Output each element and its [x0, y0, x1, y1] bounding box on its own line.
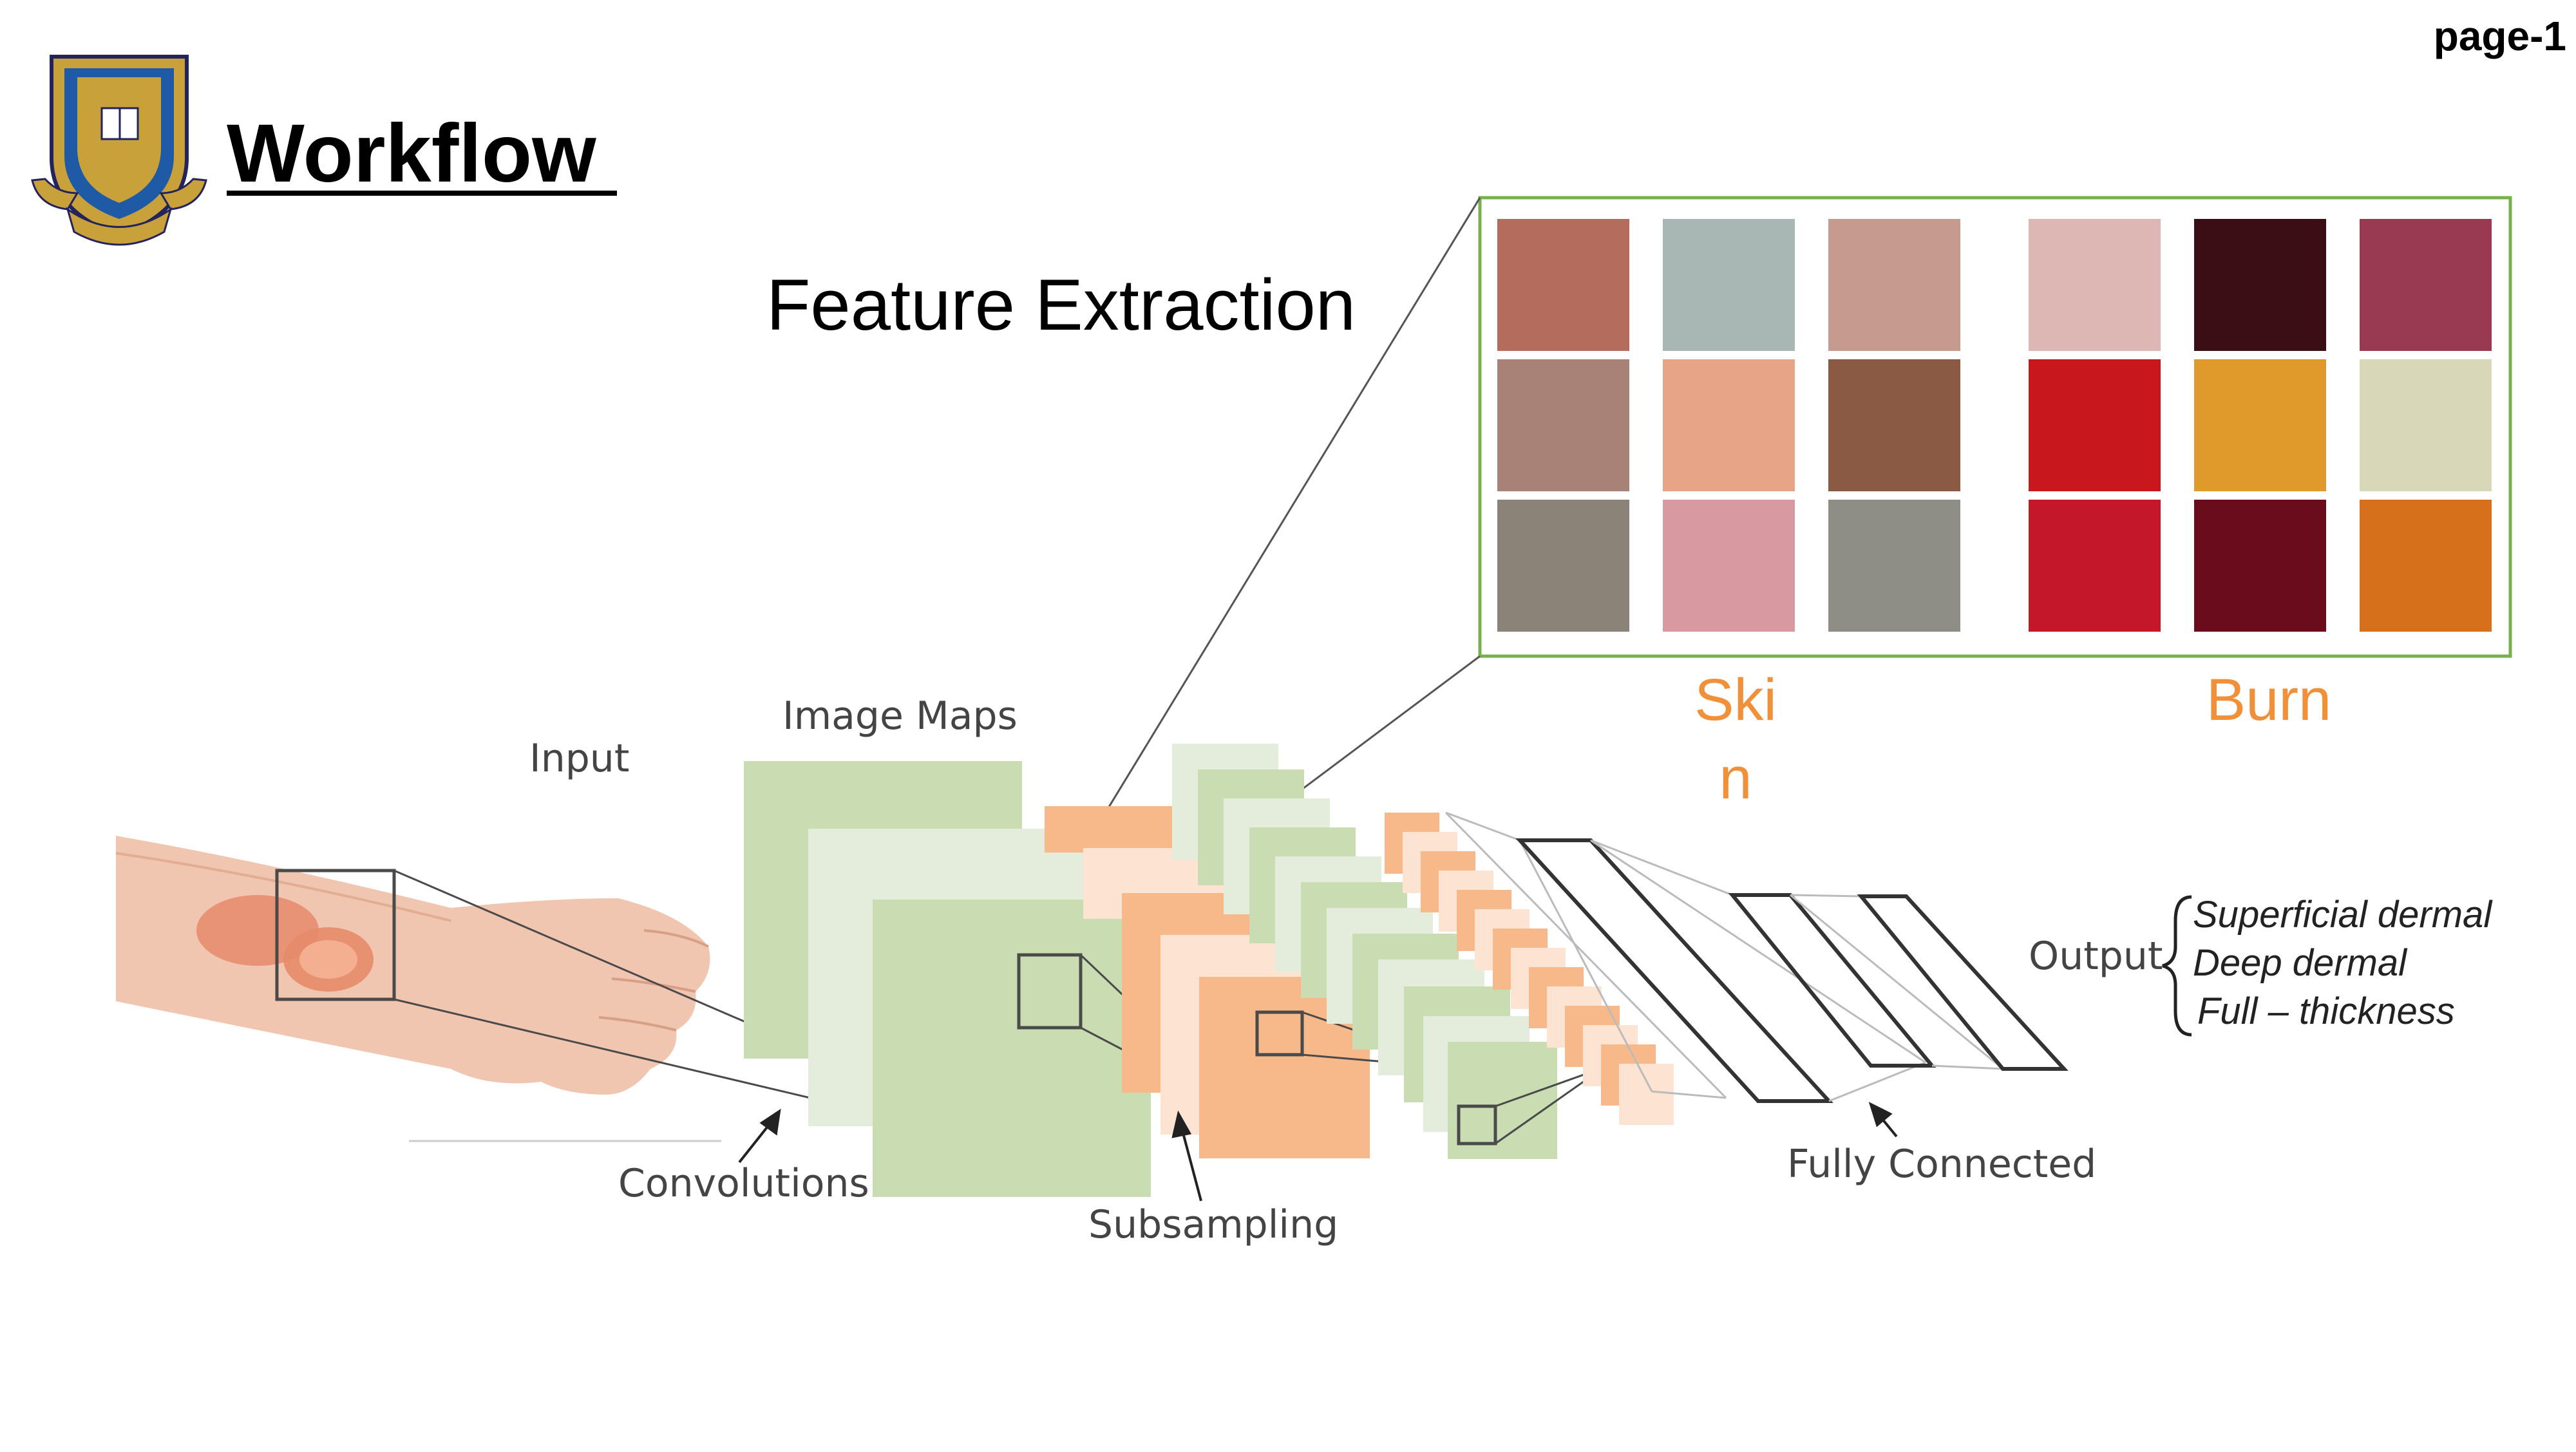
texture-patch-grid — [1497, 219, 2492, 632]
skin-patch-2 — [1663, 219, 1795, 351]
skin-patch-3 — [1828, 219, 1960, 351]
subsample2-stack — [1385, 813, 1674, 1125]
burn-patch-8 — [2194, 500, 2326, 632]
burn-label: Burn — [2206, 667, 2331, 733]
feature-extraction-frame — [1478, 196, 2512, 658]
fully-connected-layers — [1444, 811, 2069, 1103]
university-crest-logo — [31, 55, 207, 246]
subsample-kernel-box — [1255, 1010, 1304, 1057]
skin-label-line1: Ski — [1694, 667, 1777, 733]
burn-patch-2 — [2194, 219, 2326, 351]
skin-patch-7 — [1497, 500, 1629, 632]
skin-label-line2: n — [1719, 746, 1752, 811]
output-class-2: Deep dermal — [2193, 942, 2408, 984]
annotation-arrows — [738, 1102, 1898, 1202]
skin-patch-4 — [1497, 359, 1629, 491]
skin-patch-5 — [1663, 359, 1795, 491]
page-label: page-1 — [2434, 13, 2566, 59]
conv2-kernel-box — [1457, 1104, 1497, 1146]
skin-patch-6 — [1828, 359, 1960, 491]
input-label: Input — [529, 736, 629, 781]
burned-arm-image — [115, 836, 710, 1095]
skin-patch-1 — [1497, 219, 1629, 351]
subsample2-map-14 — [1619, 1064, 1674, 1125]
conv-kernel-box — [1017, 953, 1083, 1030]
image-map-3 — [873, 900, 1151, 1197]
burn-patch-4 — [2029, 359, 2161, 491]
fully-connected-label: Fully Connected — [1787, 1142, 2096, 1187]
output-class-1: Superficial dermal — [2193, 894, 2493, 936]
burn-patch-6 — [2360, 359, 2492, 491]
page-title: Workflow — [227, 108, 596, 200]
output-label: Output — [2029, 934, 2163, 979]
burn-patch-5 — [2194, 359, 2326, 491]
skin-patch-9 — [1828, 500, 1960, 632]
burn-patch-1 — [2029, 219, 2161, 351]
convolutions-label: Convolutions — [618, 1161, 869, 1206]
conv2-map-12 — [1448, 1042, 1557, 1159]
burn-patch-7 — [2029, 500, 2161, 632]
image-maps-label: Image Maps — [782, 693, 1018, 739]
output-brace — [2162, 895, 2192, 1037]
burn-patch-9 — [2360, 500, 2492, 632]
input-crop-box — [275, 869, 396, 1001]
output-class-3: Full – thickness — [2197, 990, 2455, 1032]
subsampling-label: Subsampling — [1088, 1202, 1338, 1247]
skin-patch-8 — [1663, 500, 1795, 632]
burn-patch-3 — [2360, 219, 2492, 351]
feature-extraction-label: Feature Extraction — [766, 265, 1356, 345]
